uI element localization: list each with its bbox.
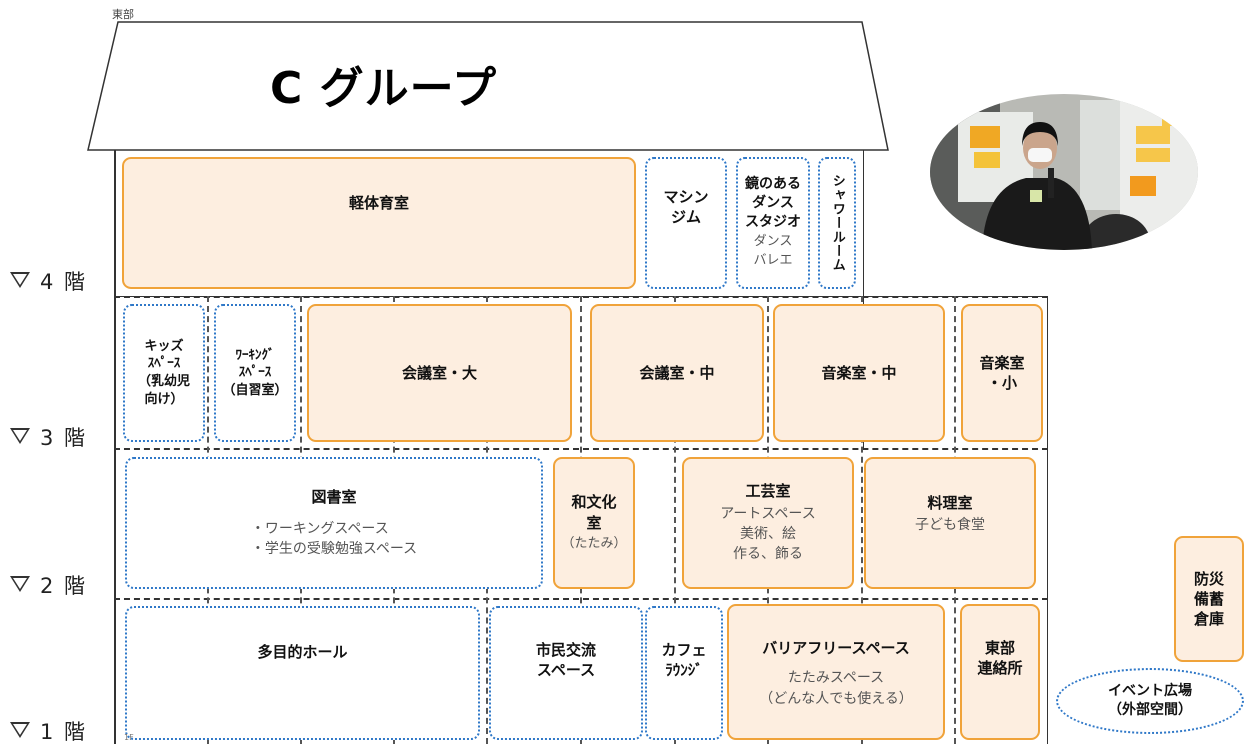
room-library: 図書室 ・ワーキングスペース ・学生の受験勉強スペース xyxy=(125,457,543,589)
room-music-mid: 音楽室・中 xyxy=(773,304,945,442)
group-title: C グループ xyxy=(270,63,497,114)
room-note: アートスペース 美術、絵 作る、飾る xyxy=(720,505,816,563)
room-name: 防災 備蓄 倉庫 xyxy=(1193,569,1224,629)
room-note: ダンス バレエ xyxy=(753,234,793,269)
floor-label-1: 1 階 xyxy=(10,716,87,746)
room-name: 工芸室 xyxy=(745,482,791,501)
grid-line xyxy=(861,296,863,744)
room-barrier-free: バリアフリースペース たたみスペース （どんな人でも使える） xyxy=(727,604,945,740)
room-name: 図書室 xyxy=(311,487,357,506)
room-name: 料理室 xyxy=(927,494,973,512)
floor-label-2: 2 階 xyxy=(10,570,87,600)
room-name: 会議室・大 xyxy=(401,363,477,382)
floor-marker-icon xyxy=(10,576,30,592)
room-event-plaza: イベント広場 （外部空間） xyxy=(1056,668,1244,734)
room-multipurpose-hall: 多目的ホール xyxy=(125,606,480,740)
room-east-office: 東部 連絡所 xyxy=(960,604,1040,740)
room-name: 会議室・中 xyxy=(639,363,715,382)
room-name: 軽体育室 xyxy=(348,194,409,212)
orientation-label: 東部 xyxy=(112,8,134,21)
room-name: 鏡のある ダンス スタジオ xyxy=(745,175,801,230)
small-floor-tag: 1F xyxy=(124,733,134,742)
room-machine-gym: マシン ジム xyxy=(645,157,727,289)
room-name: 東部 連絡所 xyxy=(977,639,1023,678)
floor-marker-icon xyxy=(10,428,30,444)
floor-label-4: 4 階 xyxy=(10,266,87,296)
room-cafe-lounge: カフェ ﾗｳﾝｼﾞ xyxy=(645,606,723,740)
room-name: カフェ ﾗｳﾝｼﾞ xyxy=(661,641,707,680)
room-name: バリアフリースペース xyxy=(762,639,910,657)
floor-label-3: 3 階 xyxy=(10,422,87,452)
room-crafts: 工芸室 アートスペース 美術、絵 作る、飾る xyxy=(682,457,854,589)
room-name: イベント広場 （外部空間） xyxy=(1108,683,1192,718)
room-name: マシン ジム xyxy=(663,188,709,227)
room-note: ・ワーキングスペース ・学生の受験勉強スペース xyxy=(250,520,418,558)
roof-shape xyxy=(87,21,889,151)
presenter-photo xyxy=(930,94,1198,250)
room-light-gym: 軽体育室 xyxy=(122,157,636,289)
room-note: （たたみ） xyxy=(561,535,627,551)
room-citizen-space: 市民交流 スペース xyxy=(489,606,643,740)
grid-line xyxy=(674,296,676,744)
room-disaster-storage: 防災 備蓄 倉庫 xyxy=(1174,536,1244,662)
room-cooking: 料理室 子ども食堂 xyxy=(864,457,1036,589)
room-dance-studio: 鏡のある ダンス スタジオ ダンス バレエ xyxy=(736,157,810,289)
room-working-space: ﾜｰｷﾝｸﾞ ｽﾍﾟｰｽ （自習室） xyxy=(214,304,296,442)
room-name: 市民交流 スペース xyxy=(535,641,596,680)
floor-marker-icon xyxy=(10,272,30,288)
room-note: 子ども食堂 xyxy=(915,517,985,534)
room-name: 和文化 室 xyxy=(571,493,617,532)
floor-marker-icon xyxy=(10,722,30,738)
room-music-small: 音楽室 ・小 xyxy=(961,304,1043,442)
room-name: キッズ ｽﾍﾟｰｽ （乳幼児 向け） xyxy=(137,338,190,407)
room-name: ﾜｰｷﾝｸﾞ ｽﾍﾟｰｽ （自習室） xyxy=(222,347,288,398)
room-meeting-mid: 会議室・中 xyxy=(590,304,764,442)
room-name: シャワールーム xyxy=(829,174,845,272)
room-kids-space: キッズ ｽﾍﾟｰｽ （乳幼児 向け） xyxy=(123,304,205,442)
room-japanese-culture: 和文化 室 （たたみ） xyxy=(553,457,635,589)
room-name: 多目的ホール xyxy=(257,643,348,661)
room-name: 音楽室・中 xyxy=(821,363,897,382)
room-note: たたみスペース （どんな人でも使える） xyxy=(759,670,913,707)
room-meeting-large: 会議室・大 xyxy=(307,304,572,442)
room-name: 音楽室 ・小 xyxy=(979,353,1025,392)
room-shower: シャワールーム xyxy=(818,157,856,289)
